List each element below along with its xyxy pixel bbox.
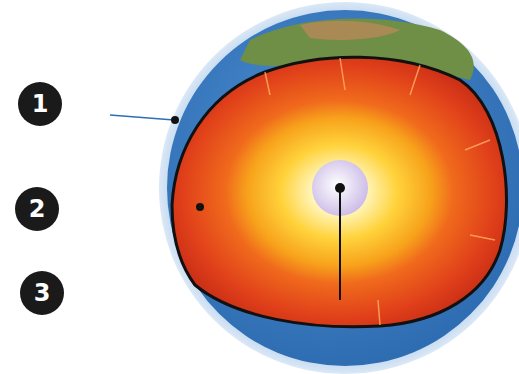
callout-number: 3 bbox=[20, 271, 64, 315]
callout-text: 3 bbox=[34, 281, 51, 305]
callout-text: 2 bbox=[29, 197, 46, 221]
callout-text: 1 bbox=[32, 92, 49, 116]
callout-number: 1 bbox=[18, 82, 62, 126]
callout-number: 2 bbox=[15, 187, 59, 231]
